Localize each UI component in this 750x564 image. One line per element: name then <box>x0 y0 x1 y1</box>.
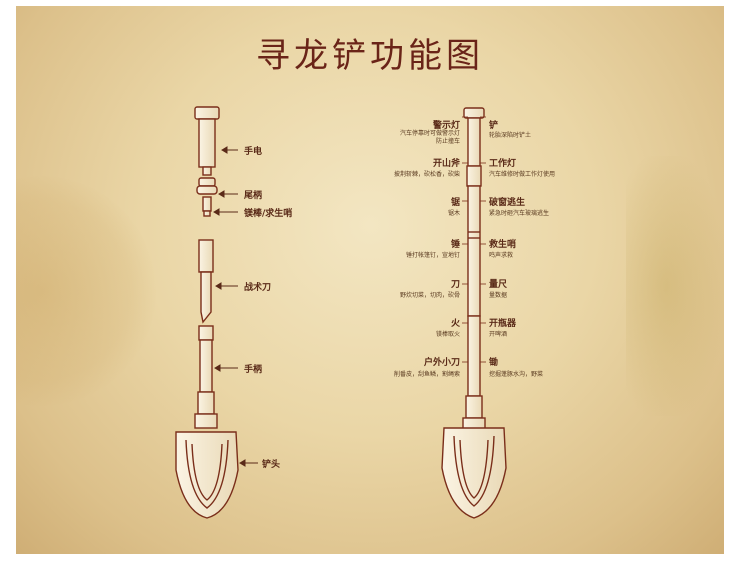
feature-knife: 刀 <box>450 280 460 290</box>
whistle-shape <box>203 210 211 217</box>
handle-collar-shape <box>197 391 215 415</box>
feature-work-light: 工作灯 <box>489 159 517 169</box>
feature-warning-light: 警示灯 <box>432 121 460 131</box>
tail-knob-shape <box>198 177 216 187</box>
feature-hoe-desc: 挖掘蓬豚水沟，野菜 <box>489 371 544 378</box>
right-shovel-assembled <box>441 107 507 519</box>
knife-handle-shape <box>198 239 214 273</box>
feature-hoe: 锄 <box>489 358 499 368</box>
label-handle: 手柄 <box>244 365 263 375</box>
shovel-neck-shape <box>194 413 218 429</box>
feature-axe: 开山斧 <box>432 159 460 169</box>
feature-whistle-desc: 鸣声求救 <box>489 252 514 259</box>
label-magnesium-whistle: 镁棒/求生哨 <box>244 209 293 219</box>
feature-fire-desc: 镁棒取火 <box>435 331 460 338</box>
knife-blade-shape <box>200 271 212 324</box>
label-tactical-knife: 战术刀 <box>244 283 272 293</box>
shovel-head-inner-line-2 <box>191 443 223 501</box>
label-flashlight: 手电 <box>244 147 263 157</box>
feature-work-light-desc: 汽车维修时做工作灯使用 <box>489 171 556 178</box>
feature-outdoor-knife-desc: 削番皮，刮鱼鳞，割绳索 <box>393 371 460 378</box>
flashlight-end-shape <box>202 166 212 176</box>
light-body-shape <box>467 117 481 167</box>
feature-saw-desc: 锯木 <box>447 210 460 217</box>
right-collar-shape <box>465 395 483 419</box>
axe-segment-shape <box>466 165 482 187</box>
right-shovel-head-shape <box>441 427 507 519</box>
feature-saw: 锯 <box>450 198 460 208</box>
handle-joint-shape <box>198 325 214 341</box>
feature-hammer: 锤 <box>450 240 460 250</box>
feature-fire: 火 <box>450 319 460 329</box>
tail-cap-shape <box>196 185 218 195</box>
page-title: 寻龙铲功能图 <box>256 36 484 76</box>
feature-window-breaker-desc: 紧急时砸汽车玻璃逃生 <box>489 210 550 217</box>
label-shovel-head: 铲头 <box>262 460 281 470</box>
feature-shovel-desc: 轮胎深陷时铲土 <box>489 132 532 139</box>
magnesium-rod-shape <box>202 196 212 212</box>
feature-knife-desc: 野炊切菜，切肉，砍骨 <box>399 292 460 299</box>
feature-whistle: 救生哨 <box>489 240 517 250</box>
shovel-head-inner-line <box>185 439 229 509</box>
feature-axe-desc: 披荆斩棘，砍松香，砍柴 <box>393 171 460 178</box>
feature-hammer-desc: 锤打帐篷钉，宣地钉 <box>405 252 460 259</box>
handle-tube-shape <box>199 339 213 393</box>
feature-bottle-opener: 开瓶器 <box>489 319 517 329</box>
feature-warning-light-desc: 汽车停靠时可做警示灯 防止撞车 <box>399 130 460 145</box>
left-arrows <box>213 146 258 467</box>
poster-background <box>16 6 724 554</box>
warning-light-shape <box>463 107 485 119</box>
left-shovel-exploded <box>175 106 239 519</box>
shovel-head-shape <box>175 431 239 519</box>
flashlight-body-shape <box>198 118 216 168</box>
feature-shovel: 铲 <box>489 121 499 131</box>
decorative-flame-right <box>626 156 724 416</box>
shaft-lower-shape <box>467 315 481 397</box>
feature-ruler: 量尺 <box>489 280 508 290</box>
label-tail-handle: 尾柄 <box>244 191 263 201</box>
feature-bottle-opener-desc: 开啤酒 <box>489 331 508 338</box>
feature-window-breaker: 破窗逃生 <box>489 198 526 208</box>
flashlight-head-shape <box>194 106 220 120</box>
right-pointer-lines <box>462 116 486 363</box>
feature-ruler-desc: 量数据 <box>489 292 508 299</box>
feature-outdoor-knife: 户外小刀 <box>423 358 460 368</box>
shaft-upper-shape <box>467 185 481 317</box>
